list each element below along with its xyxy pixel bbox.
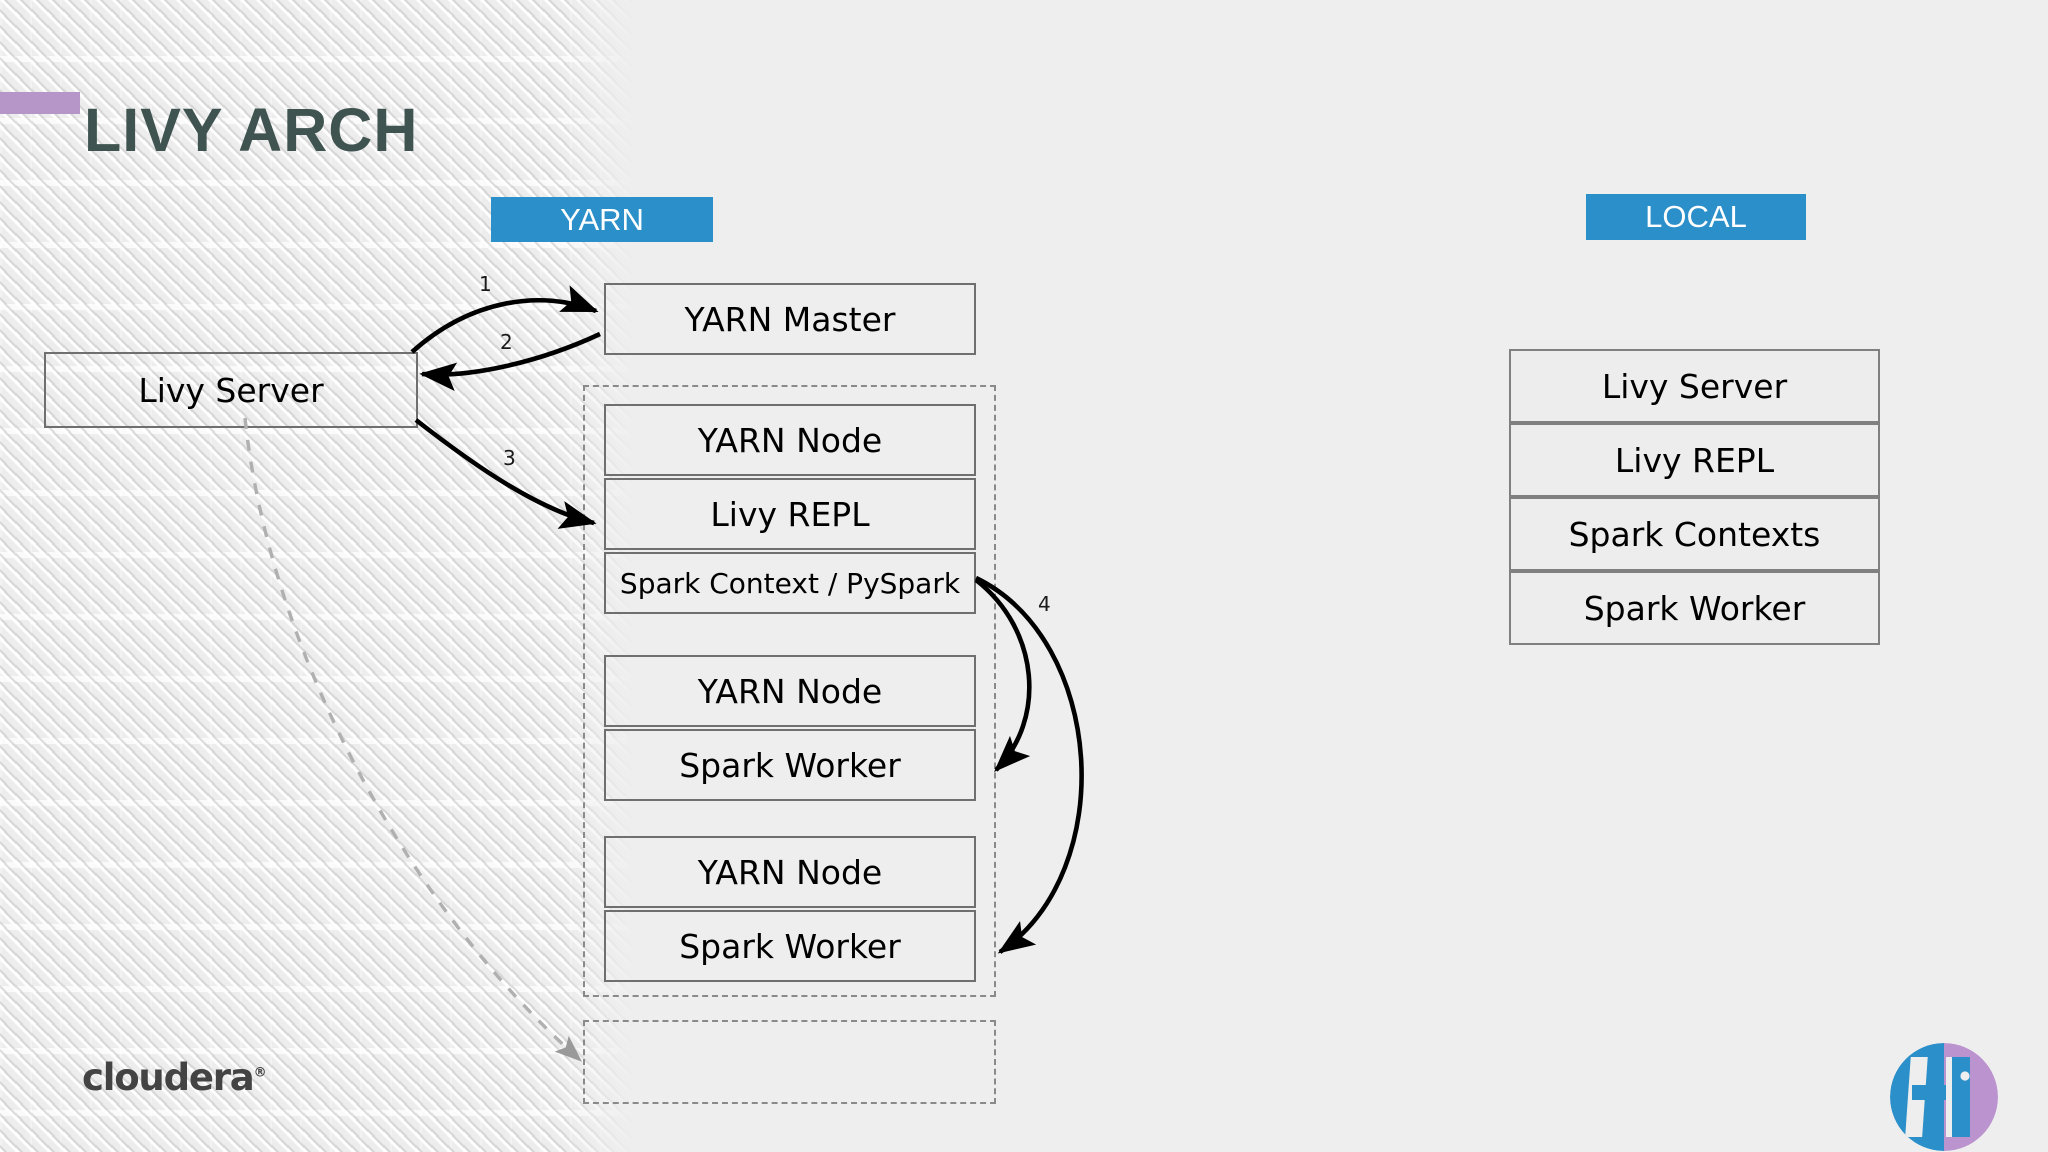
box-yarn-node-1: YARN Node	[604, 404, 976, 476]
arrow-label-1: 1	[479, 272, 492, 296]
arrow-label-2: 2	[500, 330, 513, 354]
cloudera-logo: cloudera®	[82, 1056, 267, 1099]
box-livy-repl-yarn: Livy REPL	[604, 478, 976, 550]
box-empty-dashed-placeholder	[583, 1020, 996, 1104]
banner-local: LOCAL	[1586, 194, 1806, 240]
box-yarn-master: YARN Master	[604, 283, 976, 355]
box-yarn-node-3: YARN Node	[604, 836, 976, 908]
arrow-label-4: 4	[1038, 592, 1051, 616]
cloudera-wordmark: cloudera	[82, 1056, 255, 1099]
box-spark-context-pyspark: Spark Context / PySpark	[604, 552, 976, 614]
box-yarn-node-2: YARN Node	[604, 655, 976, 727]
box-spark-worker-2: Spark Worker	[604, 910, 976, 982]
box-local-spark-contexts: Spark Contexts	[1509, 497, 1880, 571]
banner-yarn: YARN	[491, 197, 713, 242]
page-title: LIVY ARCH	[84, 96, 419, 164]
box-local-spark-worker: Spark Worker	[1509, 571, 1880, 645]
textured-background-panel	[0, 0, 633, 1152]
trademark-mark: ®	[253, 1065, 267, 1081]
box-local-livy-repl: Livy REPL	[1509, 423, 1880, 497]
box-livy-server-left: Livy Server	[44, 352, 418, 428]
corner-h-logo	[1890, 1043, 1998, 1151]
arrow-label-3: 3	[503, 446, 516, 470]
box-local-livy-server: Livy Server	[1509, 349, 1880, 423]
title-accent-bar	[0, 92, 80, 114]
box-spark-worker-1: Spark Worker	[604, 729, 976, 801]
